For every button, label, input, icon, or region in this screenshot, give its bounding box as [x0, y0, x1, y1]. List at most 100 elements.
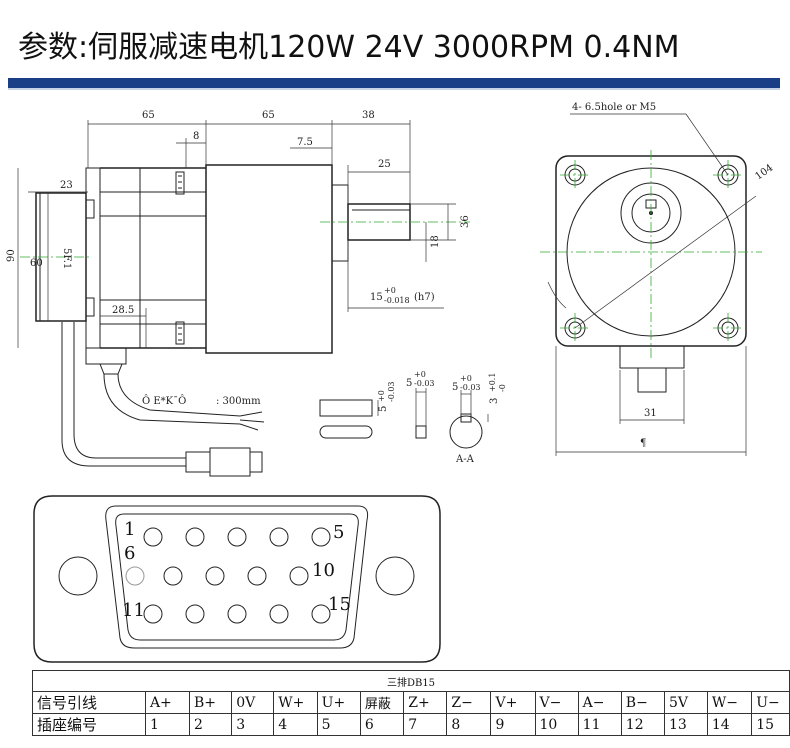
signal-cell: V− — [534, 691, 579, 714]
dim-90: 90 — [6, 249, 17, 262]
dim-31: 31 — [644, 408, 657, 419]
pin-cell: 15 — [751, 713, 790, 736]
pin-7 — [163, 566, 183, 586]
pin-cell: 12 — [620, 713, 665, 736]
signal-cell: B− — [620, 691, 665, 714]
label-5f1: 5F.1 — [61, 248, 72, 269]
pin-cell: 1 — [144, 713, 191, 736]
pin-12 — [185, 604, 205, 624]
side-view: 65 65 38 8 7.5 25 23 90 60 5F.1 28.5 36 … — [6, 110, 471, 477]
key-side-view — [319, 425, 373, 439]
key-dim-1: 5 — [378, 406, 389, 412]
shaft-tol-sub: -0.018 — [384, 296, 410, 305]
signal-cell: Z+ — [403, 691, 448, 714]
pin-cell: 4 — [273, 713, 318, 736]
pin-cell: 3 — [231, 713, 275, 736]
key-dim-4: 3 — [489, 398, 500, 404]
key-dim-1-sub: -0.03 — [387, 381, 396, 402]
pin-cell: 2 — [188, 713, 233, 736]
connector-inner-d — [115, 513, 359, 641]
dim-7-5: 7.5 — [297, 137, 313, 148]
dim-23: 23 — [60, 180, 73, 191]
key-end-view — [415, 425, 427, 439]
dim-25: 25 — [378, 159, 391, 170]
pin-table-caption: 三排DB15 — [32, 670, 790, 692]
signal-cell: U+ — [316, 691, 361, 714]
shaft-section — [449, 415, 483, 449]
signal-cell: W+ — [273, 691, 318, 714]
key-dim-3-sup: +0 — [460, 374, 472, 383]
signal-row-label: 信号引线 — [32, 691, 146, 714]
pin-cell: 9 — [490, 713, 536, 736]
dim-28-5: 28.5 — [112, 305, 134, 316]
pin-3 — [227, 527, 247, 547]
pin-label-6: 6 — [124, 543, 135, 564]
pin-1 — [143, 527, 163, 547]
cable-note-length: : 300mm — [216, 396, 261, 407]
pin-4 — [269, 527, 289, 547]
signal-row: 信号引线 A+ B+ 0V W+ U+ 屏蔽 Z+ Z− V+ V− A− B−… — [32, 691, 790, 714]
title-bar-shadow — [8, 88, 780, 90]
connector-screw-right — [375, 556, 415, 596]
pin-11 — [143, 604, 163, 624]
shaft-tol-main: 15 — [370, 292, 383, 303]
pin-cell: 14 — [706, 713, 753, 736]
pin-cell: 11 — [577, 713, 622, 736]
key-dim-4-sub: -0 — [498, 384, 507, 392]
pin-table: 三排DB15 信号引线 A+ B+ 0V W+ U+ 屏蔽 Z+ Z− V+ V… — [32, 670, 790, 736]
key-dim-2: 5 — [406, 378, 412, 389]
db15-connector: 1 5 6 10 11 15 — [33, 495, 441, 663]
shaft-tol-fit: (h7) — [414, 292, 435, 303]
bottom-mark: ¶ — [640, 438, 646, 449]
dim-65a: 65 — [142, 110, 155, 121]
section-label: A-A — [455, 454, 475, 465]
encoder-flange — [85, 167, 101, 349]
connector-screw-left — [58, 556, 98, 596]
signal-cell: A− — [577, 691, 622, 714]
pin-label-5: 5 — [333, 522, 344, 543]
pin-label-11: 11 — [122, 600, 145, 621]
gearbox-body — [205, 164, 333, 354]
pin-9 — [247, 566, 267, 586]
pin-label-15: 15 — [328, 594, 351, 615]
pin-label-10: 10 — [312, 560, 335, 581]
key-dim-2-sub: -0.03 — [414, 379, 435, 388]
dim-18: 18 — [430, 235, 441, 248]
signal-cell: V+ — [490, 691, 536, 714]
dim-36: 36 — [460, 215, 471, 228]
connector-outer-d — [105, 505, 369, 649]
pin-8 — [205, 566, 225, 586]
pin-15 — [311, 604, 331, 624]
pin-cell: 13 — [663, 713, 708, 736]
signal-cell: W− — [706, 691, 753, 714]
pin-5 — [311, 527, 331, 547]
key-dim-3-sub: -0.03 — [460, 383, 481, 392]
cable-note-prefix: Ô E*K¯Ô — [142, 395, 186, 407]
pin-cell: 8 — [446, 713, 492, 736]
dim-60: 60 — [30, 258, 43, 269]
pin-cell: 7 — [403, 713, 448, 736]
key-detail: 5 +0 -0.03 5 +0 -0.03 5 +0 -0.03 3 +0.1 … — [319, 370, 507, 465]
title-bar — [8, 78, 780, 88]
key-dim-1-sup: +0 — [377, 390, 386, 402]
signal-cell: A+ — [144, 691, 191, 714]
key-dim-4-sup: +0.1 — [488, 373, 497, 392]
pin-13 — [227, 604, 247, 624]
pin-2 — [185, 527, 205, 547]
pin-cell: 5 — [316, 713, 361, 736]
page-title: 参数:伺服减速电机120W 24V 3000RPM 0.4NM — [18, 30, 680, 65]
signal-cell: 5V — [663, 691, 708, 714]
pin-cell: 6 — [359, 713, 405, 736]
shaft-tol-sup: +0 — [384, 286, 396, 295]
connector-shell — [33, 495, 441, 663]
pin-6 — [125, 566, 145, 586]
key-dim-3: 5 — [452, 382, 458, 393]
diag-104: 104 — [753, 162, 775, 182]
pin-10 — [289, 566, 309, 586]
signal-cell: B+ — [188, 691, 233, 714]
pin-row: 插座编号 1 2 3 4 5 6 7 8 9 10 11 12 13 14 15 — [32, 713, 790, 736]
dim-38: 38 — [362, 110, 375, 121]
pin-label-1: 1 — [124, 519, 135, 540]
front-view: 4- 6.5hole or M5 104 31 ¶ — [540, 102, 775, 456]
